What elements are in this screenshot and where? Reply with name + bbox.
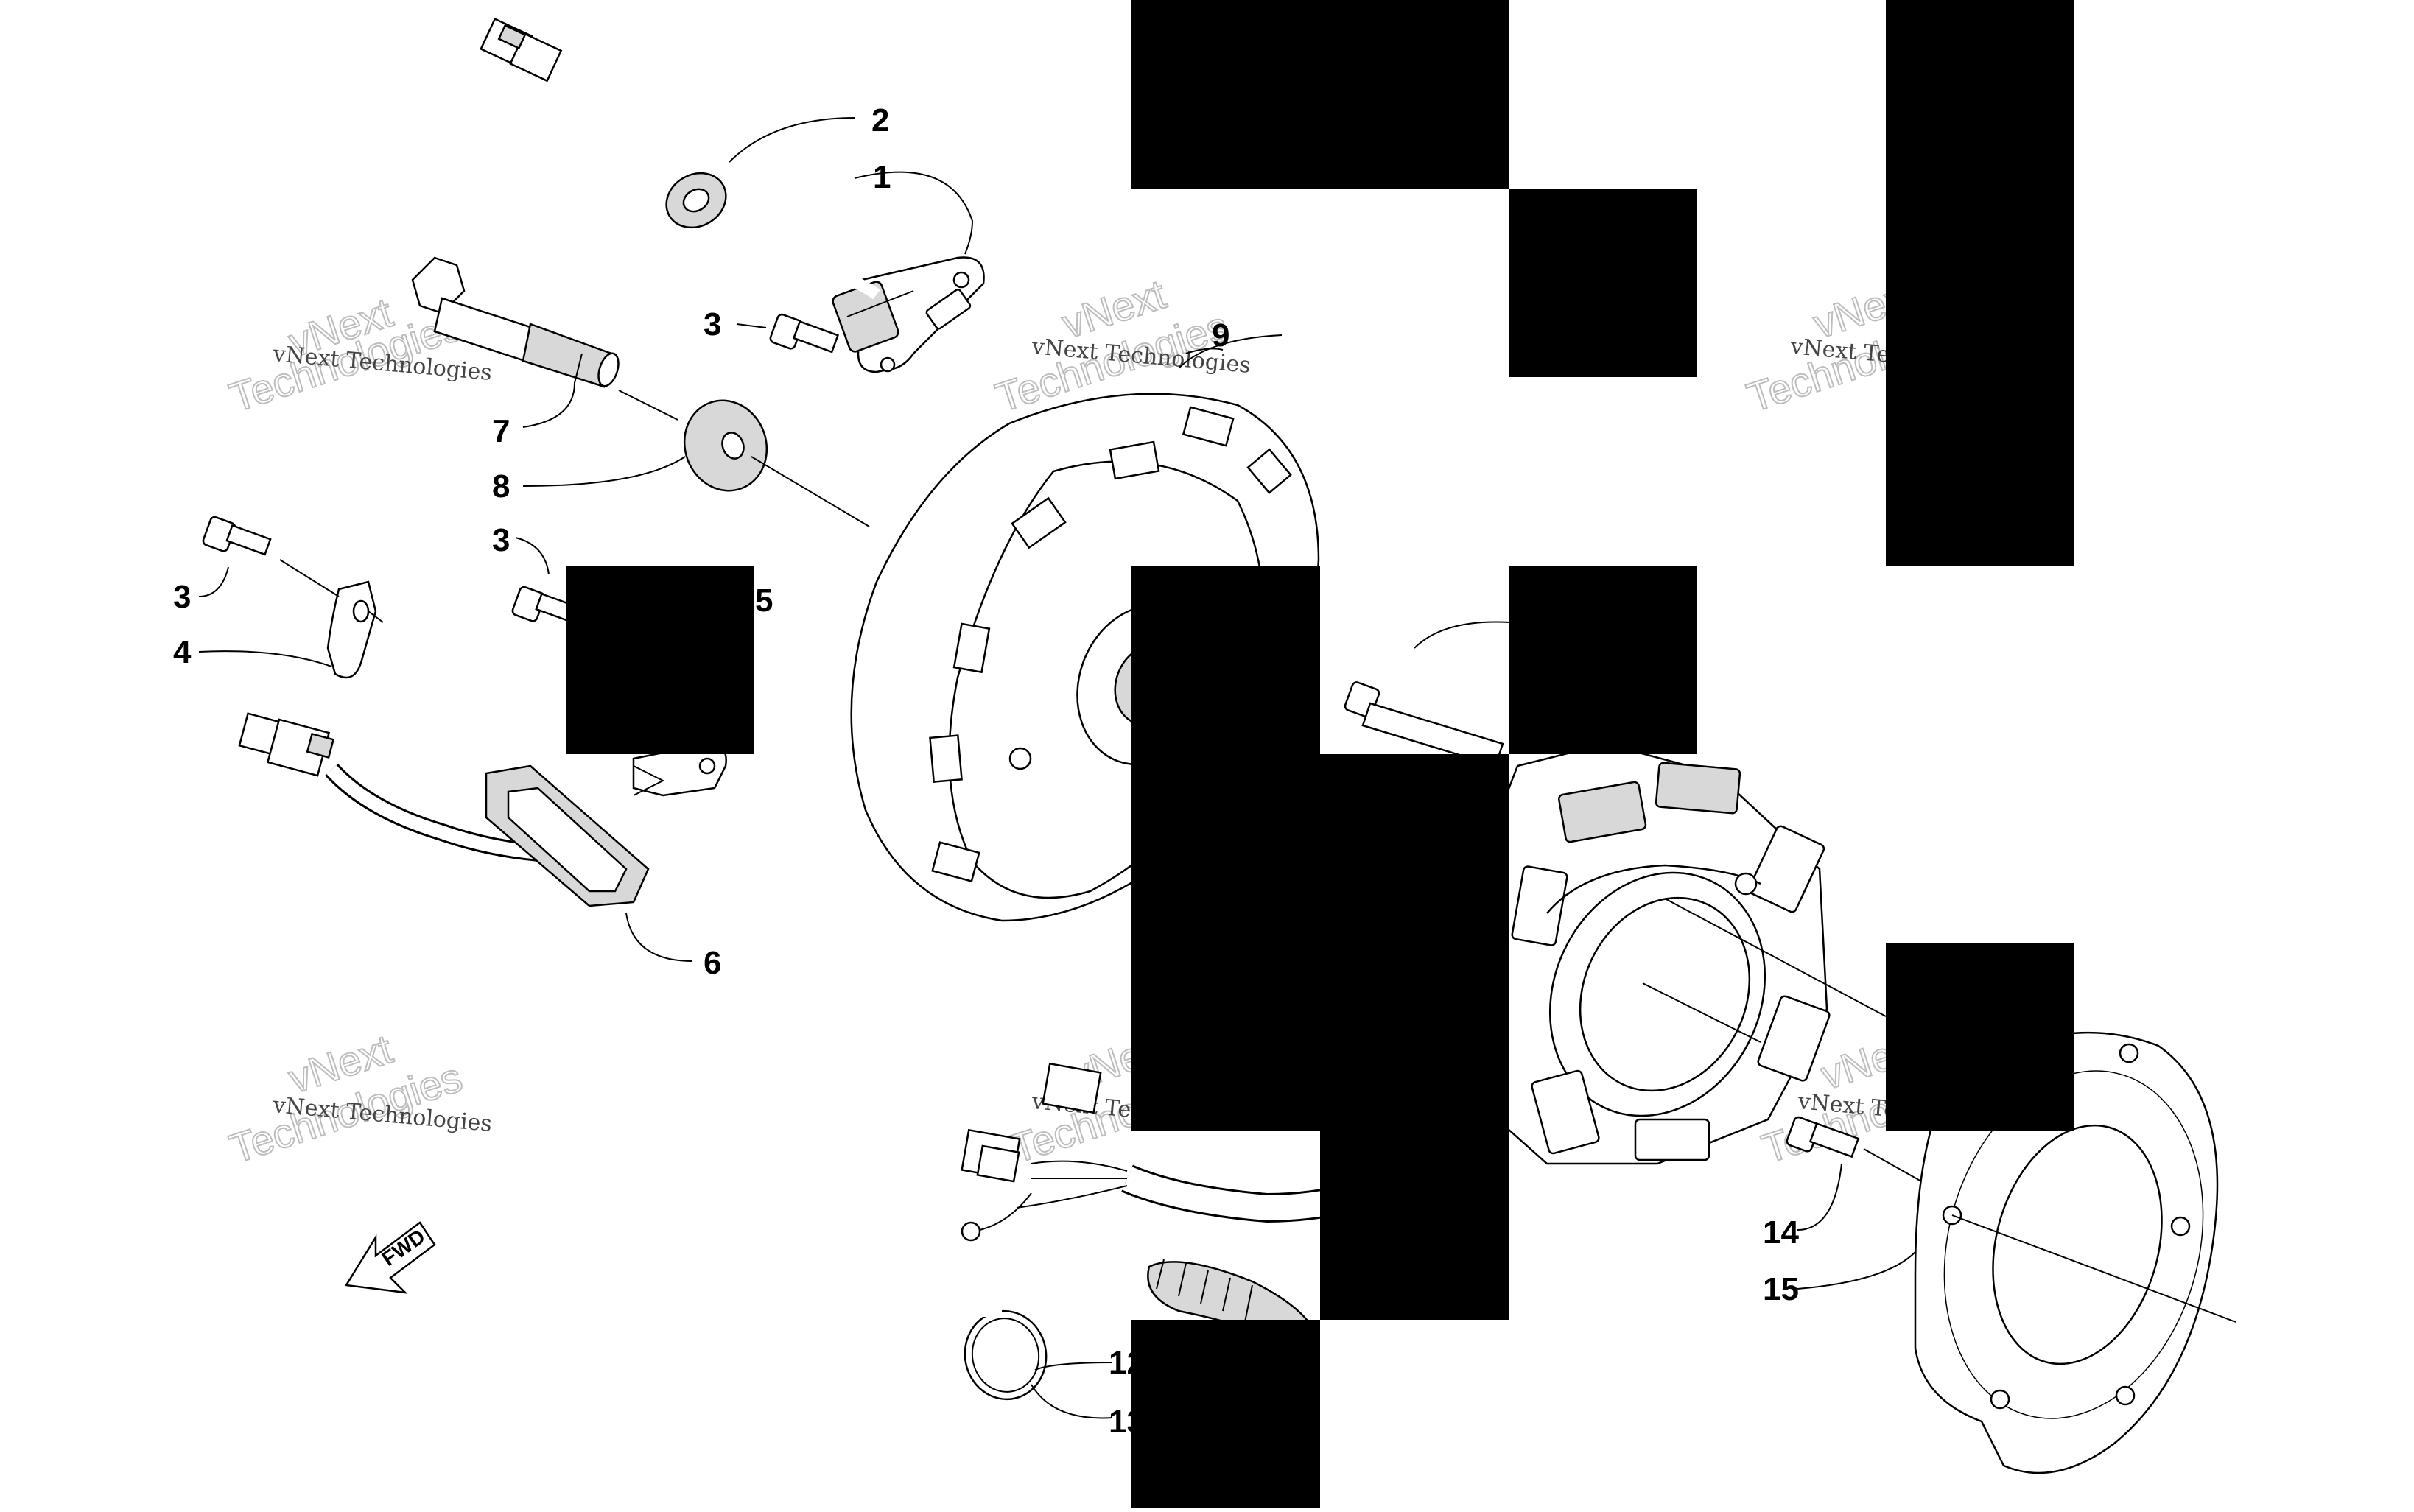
redaction-block	[1131, 1320, 1320, 1508]
redaction-block	[1131, 0, 1509, 189]
label-part-1: 1	[873, 159, 891, 195]
part-7-long-bolt	[411, 256, 678, 421]
label-part-2: 2	[871, 102, 889, 138]
fwd-arrow: FWD	[344, 1221, 436, 1294]
part-3-bolt-b	[202, 516, 272, 556]
label-part-5: 5	[755, 583, 773, 619]
label-part-4: 4	[173, 634, 192, 670]
stator-bolt	[1344, 621, 1511, 767]
part-15-mounting-plate	[1914, 1031, 2236, 1474]
label-part-3-a: 3	[704, 306, 721, 342]
redaction-block	[1886, 0, 2074, 566]
label-part-14: 14	[1763, 1214, 1799, 1251]
stator-assembly	[1464, 742, 1887, 1165]
redaction-block	[1886, 943, 2074, 1131]
redaction-block	[1509, 189, 1697, 377]
label-part-9: 9	[1212, 317, 1229, 354]
label-part-3-b: 3	[492, 522, 510, 558]
part-6-pickup-sensor	[238, 712, 727, 907]
redaction-block	[566, 566, 754, 754]
redaction-block	[1320, 754, 1509, 1320]
redaction-blocks	[566, 0, 2074, 1508]
label-part-8: 8	[492, 468, 510, 504]
leader-lines	[198, 117, 1916, 1419]
part-13-retaining-ring	[964, 1304, 1048, 1401]
redaction-block	[1131, 566, 1320, 1131]
label-part-15: 15	[1763, 1271, 1799, 1307]
part-3-bolt-a	[769, 313, 840, 354]
part-2-wire-grommet	[480, 17, 880, 300]
part-4-clip	[279, 559, 384, 679]
redaction-block	[1509, 566, 1697, 754]
part-14-bolt	[1786, 1116, 1923, 1183]
label-part-7: 7	[492, 413, 510, 449]
watermark-bottom-left: vNext Technologies vNext Technologies	[223, 1024, 493, 1172]
label-part-6: 6	[704, 945, 721, 981]
part-1-sensor-bracket	[832, 256, 985, 373]
part-8-washer	[683, 399, 870, 527]
label-part-3-c: 3	[173, 579, 191, 615]
